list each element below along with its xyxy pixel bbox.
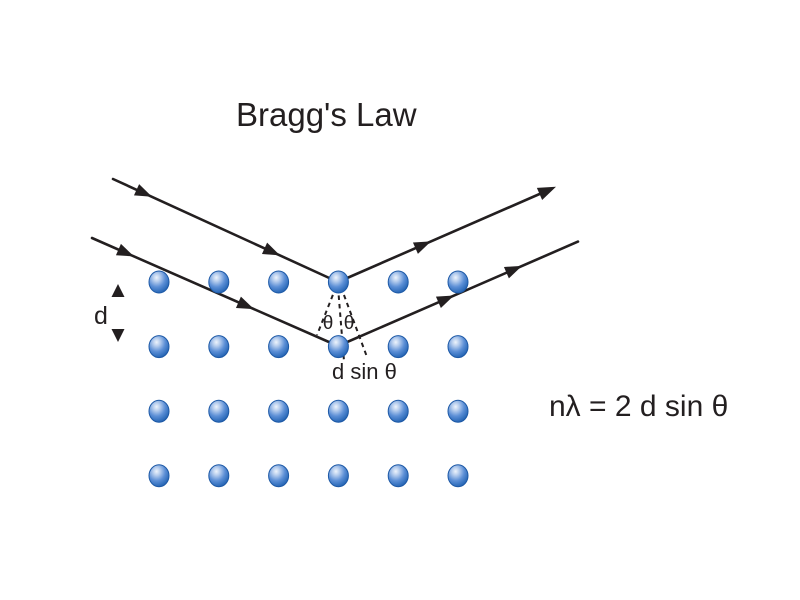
bragg-equation-label: nλ = 2 d sin θ — [549, 390, 728, 423]
atom — [327, 464, 349, 488]
atom — [148, 270, 170, 294]
arrowhead-icon — [435, 295, 454, 308]
atom — [148, 464, 170, 488]
atom — [327, 270, 349, 294]
atom — [268, 270, 290, 294]
d-spacing-indicator — [111, 284, 125, 342]
dashed-line-right — [340, 286, 368, 358]
atom — [208, 464, 230, 488]
down-arrowhead-icon — [111, 329, 125, 342]
reflected-ray-top — [336, 186, 556, 284]
atom — [447, 270, 469, 294]
theta-left-label: θ — [323, 313, 334, 334]
reflected-ray-top-line — [336, 187, 553, 284]
d-spacing-label: d — [94, 302, 108, 330]
atom-lattice — [148, 270, 469, 488]
reflected-ray-bottom-line — [336, 240, 580, 348]
dashed-line-left — [316, 286, 337, 336]
atom — [268, 464, 290, 488]
path-difference-label: d sin θ — [332, 359, 397, 384]
atom — [447, 399, 469, 423]
incident-ray-top — [111, 177, 340, 284]
arrowhead-icon — [536, 186, 556, 200]
atom — [327, 399, 349, 423]
atom — [447, 464, 469, 488]
atom — [148, 399, 170, 423]
diagram-title: Bragg's Law — [236, 96, 417, 133]
atom — [327, 335, 349, 359]
arrowhead-icon — [412, 241, 431, 254]
atom — [208, 335, 230, 359]
atom — [208, 399, 230, 423]
atom — [208, 270, 230, 294]
reflected-ray-bottom — [336, 240, 580, 348]
arrowhead-icon — [133, 184, 152, 197]
up-arrowhead-icon — [111, 284, 125, 297]
arrowhead-icon — [503, 265, 522, 279]
atom — [447, 335, 469, 359]
atom — [268, 335, 290, 359]
atom — [387, 270, 409, 294]
atom — [148, 335, 170, 359]
atom — [268, 399, 290, 423]
atom — [387, 399, 409, 423]
arrowhead-icon — [261, 242, 280, 256]
atom — [387, 335, 409, 359]
arrowhead-icon — [115, 243, 134, 257]
atom — [387, 464, 409, 488]
arrowhead-icon — [235, 296, 254, 310]
theta-right-label: θ — [344, 313, 355, 334]
